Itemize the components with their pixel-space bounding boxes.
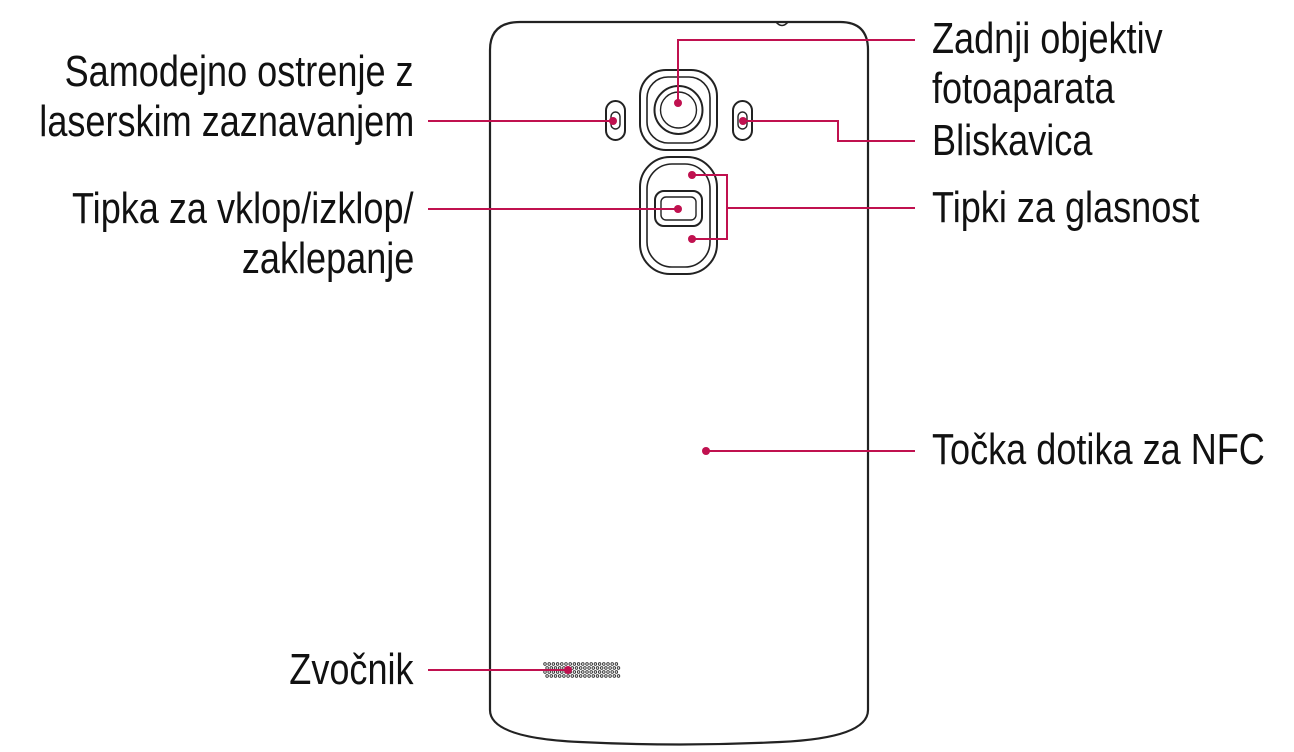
speaker-hole (614, 662, 619, 666)
speaker-hole (593, 662, 598, 666)
speaker-hole (579, 674, 583, 678)
speaker-hole (597, 662, 602, 666)
speaker-hole (547, 662, 551, 666)
speaker-hole (606, 670, 610, 674)
speaker-hole (589, 670, 593, 674)
speaker-hole (551, 662, 556, 666)
callout-dot-flash (739, 117, 747, 125)
speaker-hole (560, 662, 564, 666)
speaker-hole (591, 666, 595, 670)
speaker-hole (610, 670, 614, 674)
speaker-hole (593, 670, 598, 674)
speaker-hole (581, 662, 585, 666)
speaker-hole (612, 666, 616, 670)
phone-body-outline (488, 20, 870, 746)
speaker-hole (604, 674, 608, 678)
speaker-hole (558, 674, 562, 678)
speaker-hole (602, 670, 606, 674)
speaker-hole (600, 666, 604, 670)
speaker-hole (583, 674, 587, 678)
callout-dot-volume-up (688, 171, 696, 179)
callout-line-flash (743, 120, 915, 142)
speaker-hole (549, 666, 553, 670)
speaker-hole (604, 666, 608, 670)
label-rear-camera-line2: fotoaparata (932, 64, 1115, 113)
label-power-key-line2: zaklepanje (241, 234, 414, 283)
speaker-hole (608, 666, 612, 670)
speaker-hole (572, 662, 577, 666)
speaker-hole (610, 662, 614, 666)
label-nfc: Točka dotika za NFC (932, 425, 1265, 474)
label-laser-af-line1: Samodejno ostrenje z (65, 47, 414, 96)
speaker-hole (576, 662, 581, 666)
callout-dot-power-key (674, 205, 682, 213)
speaker-hole (591, 674, 595, 678)
speaker-hole (572, 670, 577, 674)
label-laser-af-line2: laserskim zaznavanjem (39, 97, 414, 146)
callout-line-rear-camera (677, 39, 915, 103)
label-flash: Bliskavica (932, 116, 1093, 165)
speaker-hole (543, 670, 547, 674)
speaker-hole (545, 674, 549, 678)
speaker-hole (545, 666, 549, 670)
speaker-hole (612, 674, 616, 678)
speaker-hole (614, 670, 619, 674)
speaker-hole (566, 674, 570, 678)
label-power-key-line1: Tipka za vklop/izklop/ (72, 184, 414, 233)
callout-dot-rear-camera (674, 99, 682, 107)
rear-key-outer (639, 156, 718, 275)
callout-dot-nfc (702, 447, 710, 455)
speaker-hole (549, 674, 553, 678)
speaker-hole (595, 674, 600, 678)
speaker-hole (574, 666, 579, 670)
speaker-hole (553, 666, 558, 670)
speaker-hole (555, 670, 560, 674)
label-volume-keys: Tipki za glasnost (932, 183, 1200, 232)
speaker-hole (587, 666, 591, 670)
speaker-hole (616, 674, 621, 678)
speaker-hole (608, 674, 612, 678)
rear-key-inner (646, 163, 711, 268)
speaker-hole (576, 670, 581, 674)
speaker-grille (543, 662, 621, 678)
speaker-hole (600, 674, 604, 678)
callout-dot-volume-down (688, 235, 696, 243)
speaker-hole (547, 670, 551, 674)
speaker-hole (583, 666, 587, 670)
speaker-hole (558, 666, 562, 670)
speaker-hole (597, 670, 602, 674)
speaker-hole (589, 662, 593, 666)
label-rear-camera-line1: Zadnji objektiv (932, 14, 1163, 63)
speaker-hole (585, 670, 589, 674)
speaker-hole (562, 674, 566, 678)
speaker-hole (564, 662, 568, 666)
speaker-hole (551, 670, 556, 674)
speaker-hole (555, 662, 560, 666)
speaker-hole (606, 662, 610, 666)
callout-dot-speaker (564, 666, 572, 674)
speaker-hole (585, 662, 589, 666)
top-notch (775, 21, 789, 27)
speaker-hole (579, 666, 583, 670)
speaker-hole (553, 674, 558, 678)
speaker-hole (543, 662, 547, 666)
speaker-hole (595, 666, 600, 670)
speaker-hole (587, 674, 591, 678)
speaker-hole (616, 666, 621, 670)
speaker-hole (574, 674, 579, 678)
label-speaker: Zvočnik (289, 645, 414, 694)
callout-dot-laser-af (609, 117, 617, 125)
speaker-hole (602, 662, 606, 666)
speaker-hole (568, 662, 572, 666)
speaker-hole (560, 670, 564, 674)
speaker-hole (581, 670, 585, 674)
speaker-hole (570, 674, 574, 678)
